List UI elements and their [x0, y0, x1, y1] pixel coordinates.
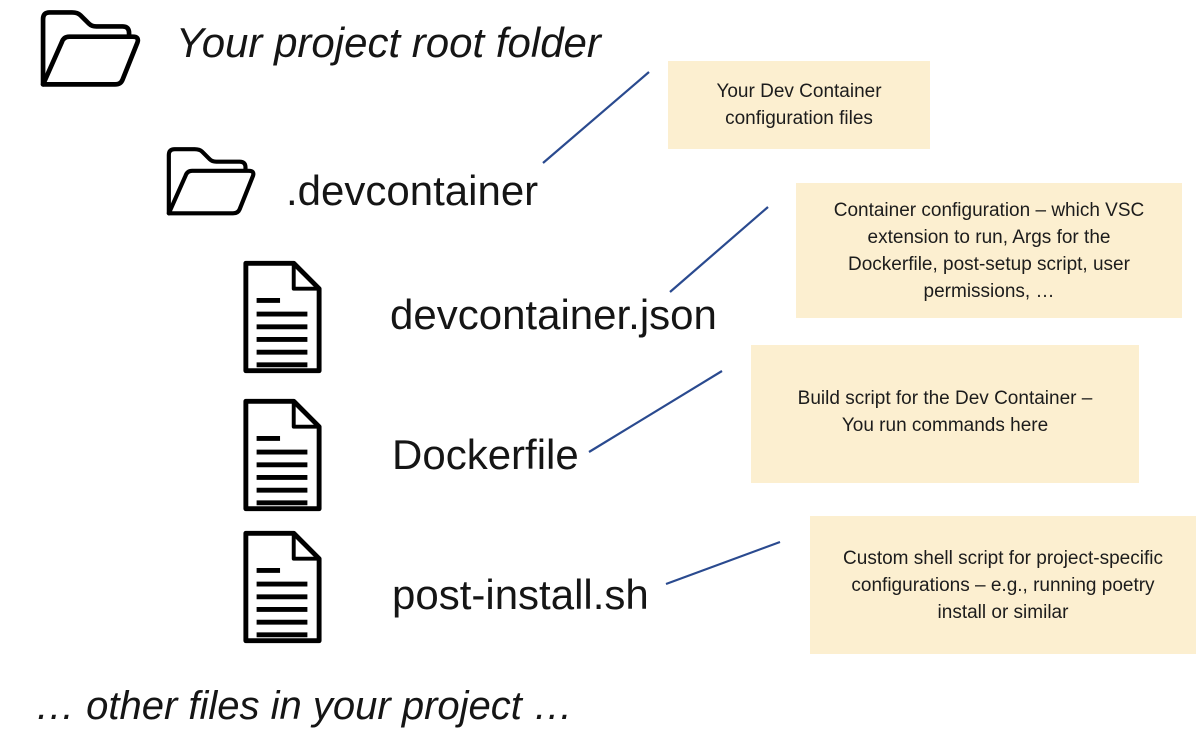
callout-text-line: install or similar — [937, 601, 1069, 623]
callout-post-install: Custom shell script for project-specific… — [810, 516, 1196, 654]
callout-text-line: Build script for the Dev Container – — [797, 388, 1093, 409]
callout-devcontainer-folder: Your Dev Container configuration files — [668, 61, 930, 149]
callout-text-line: extension to run, Args for the — [867, 226, 1111, 248]
open-folder-icon — [30, 4, 144, 90]
other-files-note: … other files in your project … — [35, 684, 573, 728]
connector-line-post-install — [665, 540, 781, 586]
tree-item-dockerfile-label: Dockerfile — [392, 431, 579, 478]
tree-item-devcontainer-label: .devcontainer — [286, 167, 539, 214]
callout-devcontainer-json: Container configuration – which VSC exte… — [796, 183, 1182, 318]
callout-text-line: configurations – e.g., running poetry — [851, 574, 1155, 596]
callout-text-line: permissions, … — [923, 280, 1055, 302]
connector-line-devcontainer — [542, 71, 650, 164]
tree-item-devcontainer-json-label: devcontainer.json — [390, 291, 717, 338]
document-icon — [240, 258, 324, 376]
callout-text-line: Custom shell script for project-specific — [843, 547, 1163, 569]
callout-text-line: You run commands here — [841, 415, 1049, 436]
callout-dockerfile: Build script for the Dev Container – You… — [751, 345, 1139, 483]
connector-line-devcontainer-json — [669, 206, 769, 293]
document-icon — [240, 528, 324, 646]
callout-text-line: configuration files — [725, 108, 873, 129]
callout-text-line: Container configuration – which VSC — [833, 199, 1145, 221]
root-folder-label: Your project root folder — [176, 19, 601, 66]
callout-text-line: Your Dev Container — [716, 81, 882, 102]
open-folder-icon — [158, 138, 258, 222]
connector-line-dockerfile — [588, 370, 723, 453]
callout-text-line: Dockerfile, post-setup script, user — [848, 253, 1130, 275]
tree-item-post-install-label: post-install.sh — [392, 571, 649, 618]
document-icon — [240, 396, 324, 514]
